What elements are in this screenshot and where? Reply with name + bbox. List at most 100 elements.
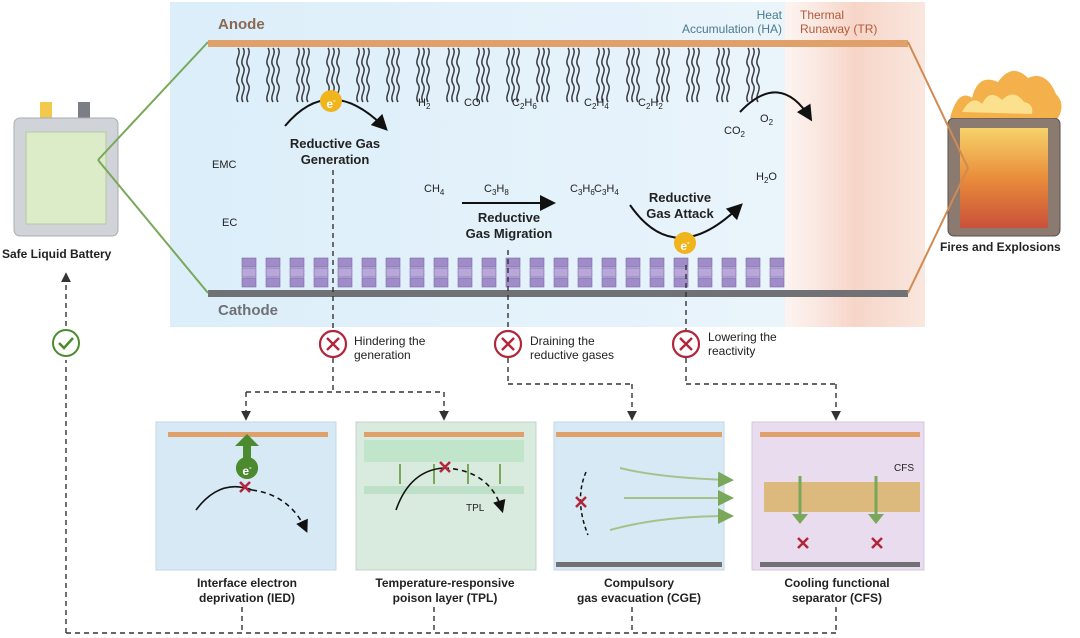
anode-bar bbox=[208, 40, 908, 47]
caption-line1: Interface electron bbox=[196, 576, 298, 590]
cathode-crystal bbox=[265, 257, 281, 268]
cathode-crystal bbox=[385, 267, 401, 278]
gas-migration-label: Reductive Gas Migration bbox=[454, 210, 564, 242]
cge-caption: Compulsory gas evacuation (CGE) bbox=[544, 576, 734, 606]
mig-line2: Gas Migration bbox=[465, 226, 553, 241]
graphite-fringe bbox=[386, 47, 400, 103]
cathode-crystal bbox=[769, 267, 785, 278]
graphite-fringe bbox=[656, 47, 670, 103]
graphite-fringe bbox=[416, 47, 430, 103]
cathode-crystal bbox=[529, 277, 545, 288]
cathode-crystal bbox=[601, 257, 617, 268]
cross-icon-draining bbox=[493, 329, 523, 359]
cathode-crystal bbox=[265, 267, 281, 278]
anode-graphite-layers bbox=[236, 47, 760, 103]
strategy-line1: Lowering the bbox=[708, 330, 777, 344]
cathode-crystal bbox=[385, 257, 401, 268]
cathode-crystal bbox=[649, 267, 665, 278]
cfs-caption: Cooling functional separator (CFS) bbox=[742, 576, 932, 606]
fire-top-connector bbox=[907, 41, 969, 169]
c3h4-label: C3H4 bbox=[594, 183, 619, 198]
cathode-crystal bbox=[553, 277, 569, 288]
cathode-crystal bbox=[721, 257, 737, 268]
fire-battery-icon bbox=[947, 70, 1062, 237]
cathode-crystal bbox=[457, 257, 473, 268]
strategy-line2: generation bbox=[354, 348, 411, 362]
tpl-caption: Temperature-responsive poison layer (TPL… bbox=[350, 576, 540, 606]
ch4-label: CH4 bbox=[424, 183, 445, 198]
cathode-crystal bbox=[241, 267, 257, 278]
safe-battery-label: Safe Liquid Battery bbox=[2, 247, 112, 261]
c2h6-label: C2H6 bbox=[512, 97, 537, 112]
cathode-crystal bbox=[625, 257, 641, 268]
cathode-crystal bbox=[721, 277, 737, 288]
cathode-crystal bbox=[625, 267, 641, 278]
att-line2: Gas Attack bbox=[646, 206, 714, 221]
graphite-fringe bbox=[716, 47, 730, 103]
caption-line2: gas evacuation (CGE) bbox=[576, 591, 702, 605]
tr-line1: Thermal bbox=[800, 8, 845, 22]
caption-line1: Cooling functional bbox=[784, 576, 890, 590]
co-label: CO bbox=[464, 97, 481, 109]
ied-panel-graphic bbox=[155, 421, 337, 571]
cathode-crystal bbox=[241, 277, 257, 288]
cathode-crystal bbox=[433, 257, 449, 268]
graphite-fringe bbox=[266, 47, 280, 103]
cathode-crystal bbox=[625, 277, 641, 288]
cathode-crystal bbox=[673, 277, 689, 288]
cge-panel-graphic bbox=[553, 421, 734, 571]
cathode-crystal bbox=[289, 277, 305, 288]
cathode-crystal bbox=[313, 277, 329, 288]
cathode-crystal bbox=[505, 277, 521, 288]
cathode-crystal bbox=[697, 257, 713, 268]
cathode-crystal bbox=[697, 267, 713, 278]
c2h2-label: C2H2 bbox=[638, 97, 663, 112]
ha-line1: Heat bbox=[756, 8, 782, 22]
thermal-runaway-label: Thermal Runaway (TR) bbox=[800, 8, 877, 36]
anode-label: Anode bbox=[218, 16, 265, 33]
cathode-crystal bbox=[313, 267, 329, 278]
cathode-crystal bbox=[745, 267, 761, 278]
cathode-crystal bbox=[241, 257, 257, 268]
cathode-crystal bbox=[769, 277, 785, 288]
cathode-bar bbox=[208, 290, 908, 297]
strategy-reactivity: Lowering the reactivity bbox=[708, 330, 777, 358]
cathode-crystal bbox=[289, 267, 305, 278]
cathode-crystal bbox=[673, 267, 689, 278]
cathode-crystal bbox=[769, 257, 785, 268]
gas-attack-label: Reductive Gas Attack bbox=[640, 190, 720, 222]
graphite-fringe bbox=[296, 47, 310, 103]
safe-bottom-connector bbox=[97, 159, 209, 294]
safe-battery-icon bbox=[13, 102, 119, 237]
cathode-crystal bbox=[505, 267, 521, 278]
ied-caption: Interface electron deprivation (IED) bbox=[152, 576, 342, 606]
cathode-crystal bbox=[673, 257, 689, 268]
cathode-crystal bbox=[649, 277, 665, 288]
c2h4-label: C2H4 bbox=[584, 97, 609, 112]
caption-line2: poison layer (TPL) bbox=[392, 591, 498, 605]
cathode-crystal bbox=[361, 277, 377, 288]
cathode-crystal bbox=[505, 257, 521, 268]
electron-icon: e- bbox=[236, 457, 258, 479]
strategy-line1: Hindering the bbox=[354, 334, 426, 348]
graphite-fringe bbox=[446, 47, 460, 103]
graphite-fringe bbox=[626, 47, 640, 103]
graphite-fringe bbox=[476, 47, 490, 103]
cathode-crystal bbox=[385, 277, 401, 288]
cathode-crystal bbox=[433, 277, 449, 288]
ec-label: EC bbox=[222, 217, 238, 229]
gen-line2: Generation bbox=[300, 152, 370, 167]
cathode-crystal bbox=[409, 277, 425, 288]
cathode-crystal bbox=[361, 257, 377, 268]
tpl-tag: TPL bbox=[466, 503, 485, 514]
graphite-fringe bbox=[596, 47, 610, 103]
graphite-fringe bbox=[746, 47, 760, 103]
cathode-crystal bbox=[649, 257, 665, 268]
cathode-crystal bbox=[601, 267, 617, 278]
c3h6-label: C3H6 bbox=[570, 183, 595, 198]
strategy-line1: Draining the bbox=[530, 334, 595, 348]
caption-line1: Compulsory bbox=[603, 576, 674, 590]
dashed-connectors bbox=[61, 170, 841, 634]
att-line1: Reductive bbox=[648, 190, 712, 205]
